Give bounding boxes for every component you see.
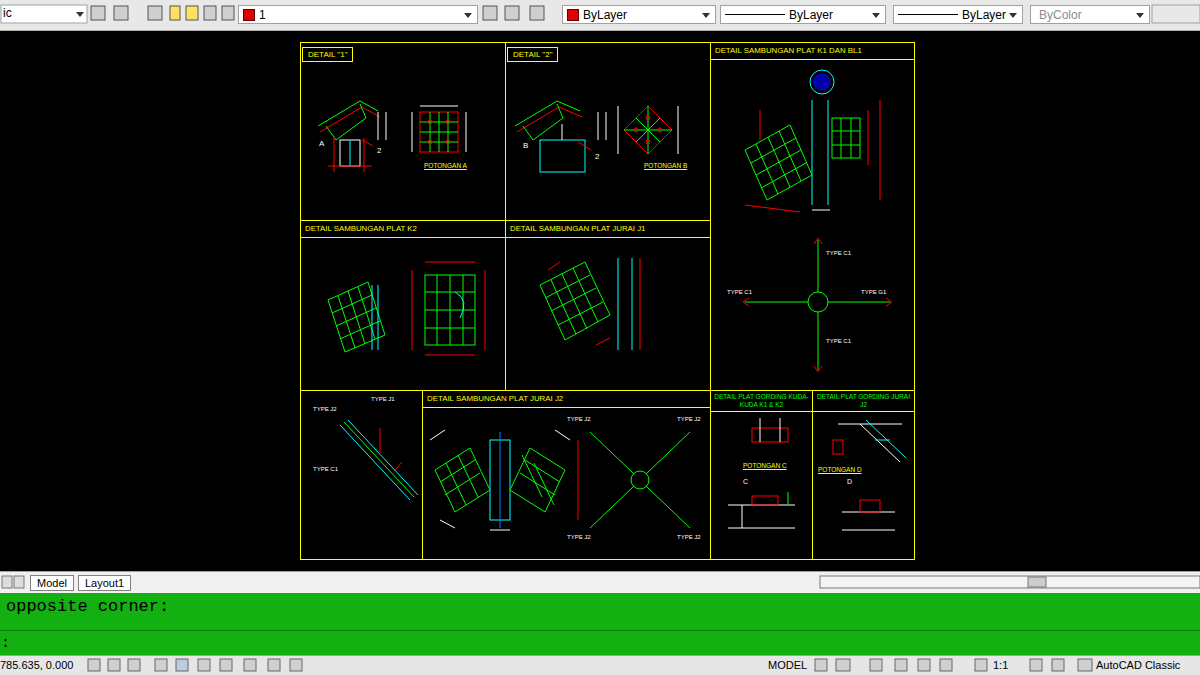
ui-text: ic [3, 7, 12, 21]
detail-panel: DETAIL PLAT GORDING KUDA-KUDA K1 & K2 [710, 390, 813, 560]
detail-beam-drawing [340, 420, 418, 500]
callout-label: TYPE C1 [825, 338, 852, 345]
ui-text: opposite corner: [6, 597, 169, 617]
ui-text: : [1, 635, 10, 652]
field-text: ByColor [1039, 8, 1082, 22]
command-area [0, 593, 1200, 655]
detail-panel: DETAIL SAMBUNGAN PLAT K1 DAN BL1 [710, 42, 915, 391]
dropdown-arrow [1136, 13, 1144, 18]
field-text: Model [37, 577, 67, 589]
callout-label: TYPE J2 [676, 534, 702, 541]
layout-tab: Model [30, 575, 74, 591]
callout-label: A [318, 139, 325, 148]
tab-bar-controls [2, 576, 1200, 588]
detail-panel: DETAIL "2" [505, 42, 711, 221]
ui-text: MODEL [768, 659, 807, 672]
detail-panel: DETAIL SAMBUNGAN PLAT K2 [300, 220, 506, 391]
toolbar-icons [1, 5, 1200, 23]
detail-title: DETAIL "1" [302, 47, 353, 62]
plotstyle-dropdown: ByColor [1030, 5, 1150, 24]
lineweight-dropdown: ByLayer [893, 5, 1023, 24]
detail-j1-drawing [540, 258, 640, 350]
detail-title: DETAIL PLAT GORDING JURAI J2 [813, 391, 914, 412]
field-text: ByLayer [962, 8, 1006, 22]
dropdown-arrow [702, 13, 710, 18]
field-text: Layout1 [85, 577, 124, 589]
detail-title: DETAIL SAMBUNGAN PLAT JURAI J2 [423, 391, 710, 408]
section-label: POTONGAN A [423, 162, 468, 169]
sheet-region [301, 391, 423, 560]
detail-k1-drawing [743, 70, 892, 372]
command-divider [0, 630, 1200, 631]
detail-title: DETAIL PLAT GORDING KUDA-KUDA K1 & K2 [711, 391, 812, 412]
line-sample [898, 14, 958, 15]
callout-label: TYPE J2 [312, 406, 338, 413]
detail-title: DETAIL "2" [507, 47, 558, 62]
detail-panel: DETAIL SAMBUNGAN PLAT JURAI J1 [505, 220, 711, 391]
callout-label: TYPE C1 [312, 466, 339, 473]
dropdown-arrow [872, 13, 880, 18]
callout-label: B [522, 141, 529, 150]
line-sample [725, 14, 785, 15]
section-label: POTONGAN D [817, 466, 863, 473]
callout-label: 2 [594, 152, 600, 161]
callout-label: TYPE C1 [726, 289, 753, 296]
color-dropdown: ByLayer [562, 5, 716, 24]
detail-title: DETAIL SAMBUNGAN PLAT JURAI J1 [506, 221, 710, 238]
dropdown-arrow [464, 13, 472, 18]
callout-label: TYPE C1 [825, 250, 852, 257]
callout-label: TYPE J2 [676, 416, 702, 423]
detail-j2-drawing [430, 430, 690, 530]
callout-label: TYPE J1 [370, 396, 396, 403]
color-swatch [243, 9, 255, 21]
detail-panel: DETAIL "1" [300, 42, 506, 221]
detail-panel: DETAIL PLAT GORDING JURAI J2 [812, 390, 915, 560]
layer-dropdown: 1 [238, 5, 478, 24]
color-swatch [567, 9, 579, 21]
callout-label: TYPE G1 [860, 289, 887, 296]
status-icons [88, 659, 1092, 671]
callout-label: TYPE J2 [566, 416, 592, 423]
callout-label: 2 [376, 146, 382, 155]
callout-label: C [742, 478, 749, 486]
detail-k2-drawing [328, 262, 485, 355]
field-text: ByLayer [583, 8, 627, 22]
ui-text: 1:1 [993, 659, 1008, 672]
detail-title: DETAIL SAMBUNGAN PLAT K2 [301, 221, 505, 238]
field-text: 1 [259, 8, 266, 22]
callout-label: D [846, 478, 853, 486]
layout-tab: Layout1 [78, 575, 131, 591]
ui-text: AutoCAD Classic [1096, 659, 1180, 672]
dropdown-arrow [1009, 13, 1017, 18]
field-text: ByLayer [789, 8, 833, 22]
section-label: POTONGAN C [742, 462, 788, 469]
gording-k-drawing [728, 418, 795, 528]
linetype-dropdown: ByLayer [720, 5, 886, 24]
detail-title: DETAIL SAMBUNGAN PLAT K1 DAN BL1 [711, 43, 914, 60]
callout-label: TYPE J2 [566, 534, 592, 541]
section-label: POTONGAN B [643, 162, 688, 169]
gording-j2-drawing [833, 420, 906, 530]
ui-text: 785.635, 0.000 [0, 659, 73, 672]
